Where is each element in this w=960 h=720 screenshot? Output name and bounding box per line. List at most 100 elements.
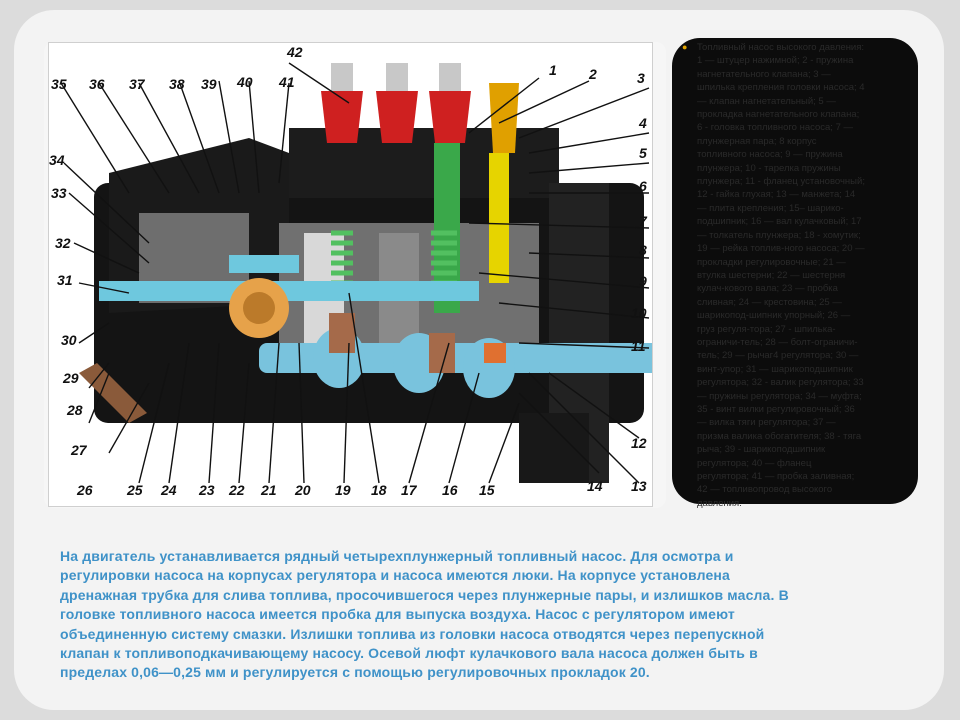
plunger-pair-yellow	[489, 153, 509, 283]
callout-34: 34	[49, 152, 65, 168]
legend-line: — плита крепления; 15– шарико-	[697, 202, 844, 214]
legend-line: призма валика обогатителя; 38 - тяга	[697, 430, 862, 442]
legend-line: винт-упор; 31 — шарикоподшипник	[697, 363, 853, 375]
callout-24: 24	[160, 482, 177, 498]
callout-16: 16	[442, 482, 458, 498]
paragraph-line: дренажная трубка для слива топлива, прос…	[60, 586, 789, 603]
legend-line: кулач-кового вала; 23 — пробка	[697, 283, 838, 295]
pump-diagram: 1 2 3 4 5 6 7 8 9 10 11 12 13 14 15 16 1…	[48, 42, 653, 507]
legend-line: втулка шестерни; 22 — шестерня	[697, 269, 846, 281]
paragraph-line: объединенную систему смазки. Излишки топ…	[60, 625, 765, 642]
legend-line: 1 — штуцер нажимной; 2 - пружина	[697, 55, 854, 67]
legend-line: регулятора; 40 — фланец	[697, 457, 812, 469]
bullet-icon: ●	[682, 42, 688, 52]
callout-9: 9	[639, 273, 647, 289]
pump-foot	[519, 413, 589, 483]
callout-8: 8	[639, 242, 647, 258]
legend-line: рыча; 39 - шарикоподшипник	[697, 444, 826, 456]
legend-line: прокладки регулировочные; 21 —	[697, 256, 846, 268]
callout-19: 19	[335, 482, 351, 498]
paragraph-line: пределах 0,06—0,25 мм и регулируется с п…	[60, 664, 650, 681]
pump-illustration: 1 2 3 4 5 6 7 8 9 10 11 12 13 14 15 16 1…	[49, 44, 652, 498]
callout-10: 10	[631, 305, 647, 321]
legend-line: — клапан нагнетательный; 5 —	[697, 95, 836, 107]
leader-lines	[60, 62, 650, 484]
legend-line: подшипник; 16 — вал кулачковый; 17	[697, 216, 862, 228]
callout-35: 35	[51, 76, 67, 92]
callout-18: 18	[371, 482, 387, 498]
legend-line: 19 — рейка топлив-ного насоса; 20 —	[697, 243, 865, 255]
legend-line: — толкатель плунжера; 18 - хомутик;	[697, 229, 861, 241]
legend-line: — вилка тяги регулятора; 37 —	[697, 417, 836, 429]
legend-panel	[672, 38, 918, 504]
paragraph-line: регулировки насоса на корпусах регулятор…	[60, 567, 730, 584]
paragraph-line: клапан к топливоподкачивающему насосу. О…	[60, 645, 758, 662]
legend-caption: Топливный насос высокого давления: 1 — ш…	[697, 41, 917, 510]
callout-2: 2	[588, 66, 597, 82]
callout-28: 28	[66, 402, 83, 418]
legend-line: 12 - гайка глухая; 13 — манжета; 14	[697, 189, 856, 201]
paragraph-line: головке топливного насоса имеется пробка…	[60, 606, 735, 623]
legend-line: Топливный насос высокого давления:	[697, 42, 865, 53]
callout-29: 29	[62, 370, 79, 386]
legend-line: регулятора; 41 — пробка заливная;	[697, 471, 855, 482]
callout-42: 42	[286, 44, 303, 60]
callout-12: 12	[631, 435, 647, 451]
tappet-3	[484, 343, 506, 363]
paragraph-line: На двигатель устанавливается рядный четы…	[60, 548, 734, 564]
control-rack	[99, 281, 479, 301]
callout-32: 32	[55, 235, 71, 251]
callout-7: 7	[639, 213, 648, 229]
callout-23: 23	[198, 482, 215, 498]
legend-line: плунжерная пара; 8 корпус	[697, 135, 817, 147]
legend-line: 6 - головка топливного насоса; 7 —	[697, 122, 854, 134]
callout-1: 1	[549, 62, 557, 78]
callout-14: 14	[587, 478, 603, 494]
legend-line: ограничи-тель; 28 — болт-ограничи-	[697, 336, 858, 348]
legend-line: тель; 29 — рычаг4 регулятора; 30 —	[697, 350, 859, 362]
pressure-fittings	[321, 63, 519, 153]
callout-36: 36	[89, 76, 105, 92]
legend-line: регулятора; 32 - валик регулятора; 33	[697, 377, 864, 389]
legend-line: топливного насоса; 9 — пружина	[697, 149, 843, 161]
callout-22: 22	[228, 482, 245, 498]
tappet-1	[329, 313, 355, 353]
callout-21: 21	[260, 482, 277, 498]
callout-39: 39	[201, 76, 217, 92]
callout-33: 33	[51, 185, 67, 201]
legend-line: прокладка нагнетательного клапана;	[697, 109, 860, 121]
legend-line: — пружины регулятора; 34 — муфта;	[697, 390, 862, 402]
legend-line: сливная; 24 — крестовина; 25 —	[697, 296, 842, 308]
callout-13: 13	[631, 478, 647, 494]
callout-11: 11	[631, 338, 646, 354]
legend-line: 42 — топливопровод высокого	[697, 484, 833, 496]
legend-line: 35 - винт вилки регулировочный; 36	[697, 403, 855, 415]
callout-5: 5	[639, 145, 647, 161]
callout-20: 20	[294, 482, 311, 498]
callout-3: 3	[637, 70, 645, 86]
plunger-springs	[331, 230, 457, 286]
legend-line: груз регуля-тора; 27 - шпилька-	[697, 323, 836, 335]
callout-26: 26	[76, 482, 93, 498]
callout-30: 30	[61, 332, 77, 348]
callout-4: 4	[638, 115, 647, 131]
callout-40: 40	[236, 74, 253, 90]
rack-link	[229, 255, 299, 273]
legend-line: плунжера; 11 - фланец установочный;	[697, 176, 865, 188]
callout-37: 37	[129, 76, 146, 92]
legend-line: шпилька крепления головки насоса; 4	[697, 82, 865, 94]
callout-6: 6	[639, 178, 647, 194]
callout-41: 41	[278, 74, 295, 90]
callout-25: 25	[126, 482, 143, 498]
callout-27: 27	[70, 442, 88, 458]
description-paragraph: На двигатель устанавливается рядный четы…	[60, 547, 890, 683]
regulator-lever	[79, 363, 147, 423]
callout-15: 15	[479, 482, 495, 498]
legend-line: плунжера; 10 - тарелка пружины	[697, 162, 841, 174]
legend-line: давления.	[697, 497, 742, 509]
legend-line: нагнетательного клапана; 3 —	[697, 68, 831, 80]
legend-line: шарикопод-шипник упорный; 26 —	[697, 310, 851, 322]
callout-38: 38	[169, 76, 185, 92]
callout-31: 31	[57, 272, 73, 288]
callout-17: 17	[401, 482, 418, 498]
